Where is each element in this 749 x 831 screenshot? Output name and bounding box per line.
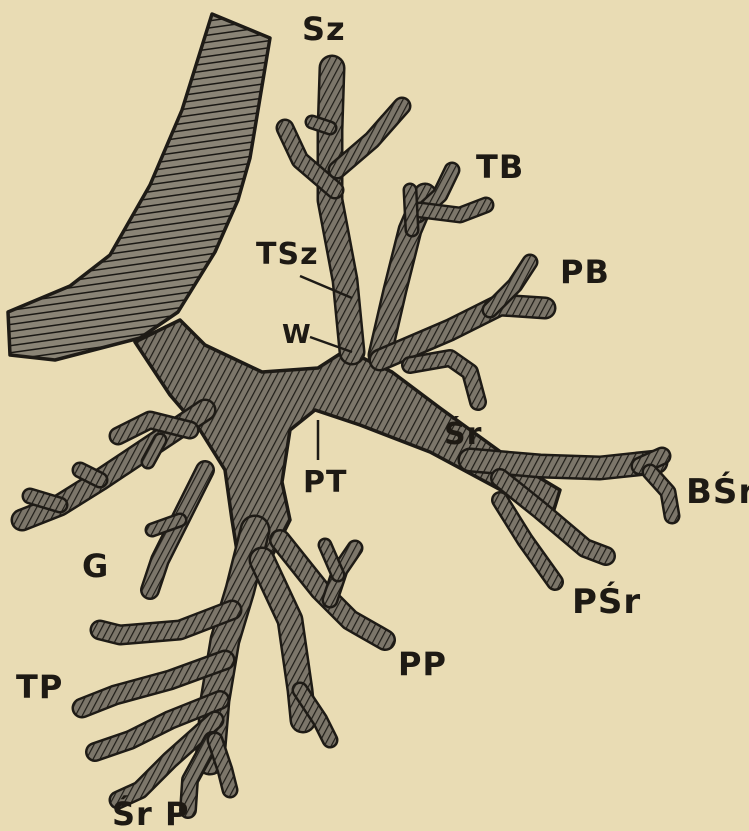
label-pb: PB [560,253,610,291]
branch-sz-stem [330,68,352,352]
label-pt: PT [303,465,347,500]
branch-srp-c [215,740,230,790]
label-sr: Śr [444,415,482,452]
label-tb: TB [476,148,524,186]
branch-sr-main [470,460,656,468]
label-bsr: BŚr [686,471,749,512]
label-psr: PŚr [572,581,641,622]
branch-sz-small [312,122,330,128]
branch-sz-right [337,106,402,170]
label-sz: Sz [302,10,346,48]
trachea [8,14,270,360]
bronchial-branches [22,68,672,810]
label-w: W [282,320,312,350]
label-tsz: TSz [256,237,319,272]
branch-tb-c [410,190,412,230]
label-tp: TP [16,668,63,706]
label-pp: PP [398,645,447,683]
label-g: G [82,547,109,585]
branch-pp-up2 [325,545,338,575]
label-srp: Śr P [112,794,189,831]
